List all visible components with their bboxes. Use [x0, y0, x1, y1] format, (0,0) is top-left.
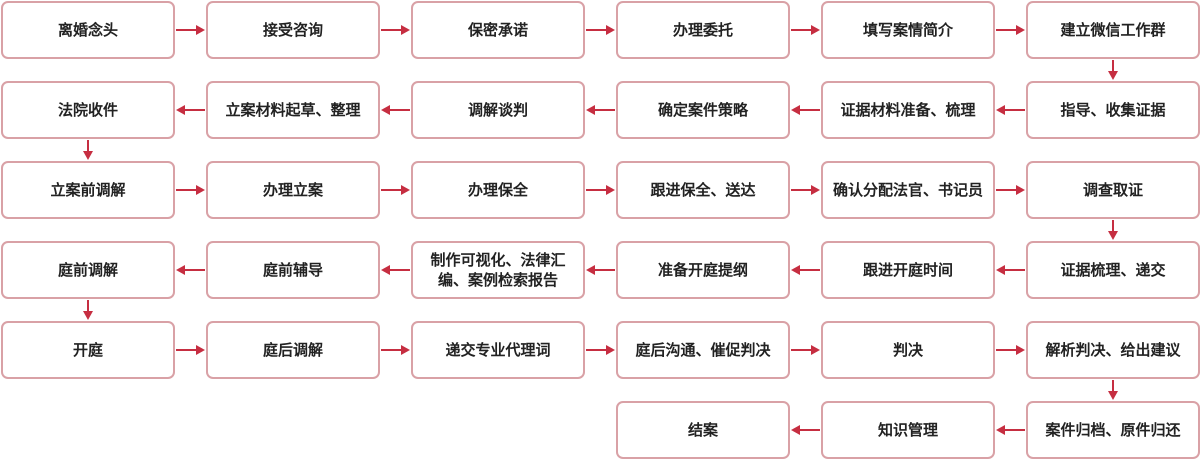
- flow-arrow: [586, 25, 615, 35]
- step-box: 准备开庭提纲: [616, 241, 790, 299]
- flow-arrow: [176, 25, 205, 35]
- step-box: 确认分配法官、书记员: [821, 161, 995, 219]
- flow-arrow: [381, 105, 410, 115]
- step-box: 证据梳理、递交: [1026, 241, 1200, 299]
- flow-arrow: [381, 185, 410, 195]
- flow-arrow: [791, 25, 820, 35]
- step-box: 跟进保全、送达: [616, 161, 790, 219]
- step-box: 办理立案: [206, 161, 380, 219]
- step-box: 立案材料起草、整理: [206, 81, 380, 139]
- step-box: 制作可视化、法律汇编、案例检索报告: [411, 241, 585, 299]
- step-box: 立案前调解: [1, 161, 175, 219]
- flow-arrow: [791, 105, 820, 115]
- flow-arrow: [83, 300, 93, 320]
- flow-arrow: [586, 265, 615, 275]
- flow-arrow: [586, 185, 615, 195]
- step-box: 离婚念头: [1, 1, 175, 59]
- step-box: 开庭: [1, 321, 175, 379]
- step-box: 庭前调解: [1, 241, 175, 299]
- step-box: 证据材料准备、梳理: [821, 81, 995, 139]
- flow-arrow: [791, 425, 820, 435]
- step-box: 调查取证: [1026, 161, 1200, 219]
- flow-arrow: [176, 105, 205, 115]
- step-box: 案件归档、原件归还: [1026, 401, 1200, 459]
- step-box: 填写案情简介: [821, 1, 995, 59]
- flow-arrow: [176, 345, 205, 355]
- flow-arrow: [1108, 60, 1118, 80]
- step-box: 庭后沟通、催促判决: [616, 321, 790, 379]
- step-box: 法院收件: [1, 81, 175, 139]
- flow-arrow: [996, 25, 1025, 35]
- flow-arrow: [381, 265, 410, 275]
- flow-arrow: [996, 425, 1025, 435]
- flow-arrow: [176, 265, 205, 275]
- flow-arrow: [176, 185, 205, 195]
- flow-arrow: [996, 345, 1025, 355]
- step-box: 确定案件策略: [616, 81, 790, 139]
- step-box: 判决: [821, 321, 995, 379]
- step-box: 指导、收集证据: [1026, 81, 1200, 139]
- step-box: 递交专业代理词: [411, 321, 585, 379]
- flow-arrow: [381, 25, 410, 35]
- flow-arrow: [1108, 220, 1118, 240]
- step-box: 接受咨询: [206, 1, 380, 59]
- step-box: 结案: [616, 401, 790, 459]
- flow-arrow: [791, 185, 820, 195]
- flow-arrow: [996, 185, 1025, 195]
- flow-arrow: [586, 105, 615, 115]
- step-box: 建立微信工作群: [1026, 1, 1200, 59]
- step-box: 调解谈判: [411, 81, 585, 139]
- step-box: 跟进开庭时间: [821, 241, 995, 299]
- step-box: 知识管理: [821, 401, 995, 459]
- step-box: 庭前辅导: [206, 241, 380, 299]
- flow-arrow: [1108, 380, 1118, 400]
- flow-arrow: [791, 265, 820, 275]
- flow-arrow: [586, 345, 615, 355]
- step-box: 办理保全: [411, 161, 585, 219]
- flow-arrow: [791, 345, 820, 355]
- flow-arrow: [83, 140, 93, 160]
- step-box: 办理委托: [616, 1, 790, 59]
- flow-arrow: [996, 265, 1025, 275]
- flow-arrow: [996, 105, 1025, 115]
- flow-arrow: [381, 345, 410, 355]
- step-box: 保密承诺: [411, 1, 585, 59]
- step-box: 解析判决、给出建议: [1026, 321, 1200, 379]
- step-box: 庭后调解: [206, 321, 380, 379]
